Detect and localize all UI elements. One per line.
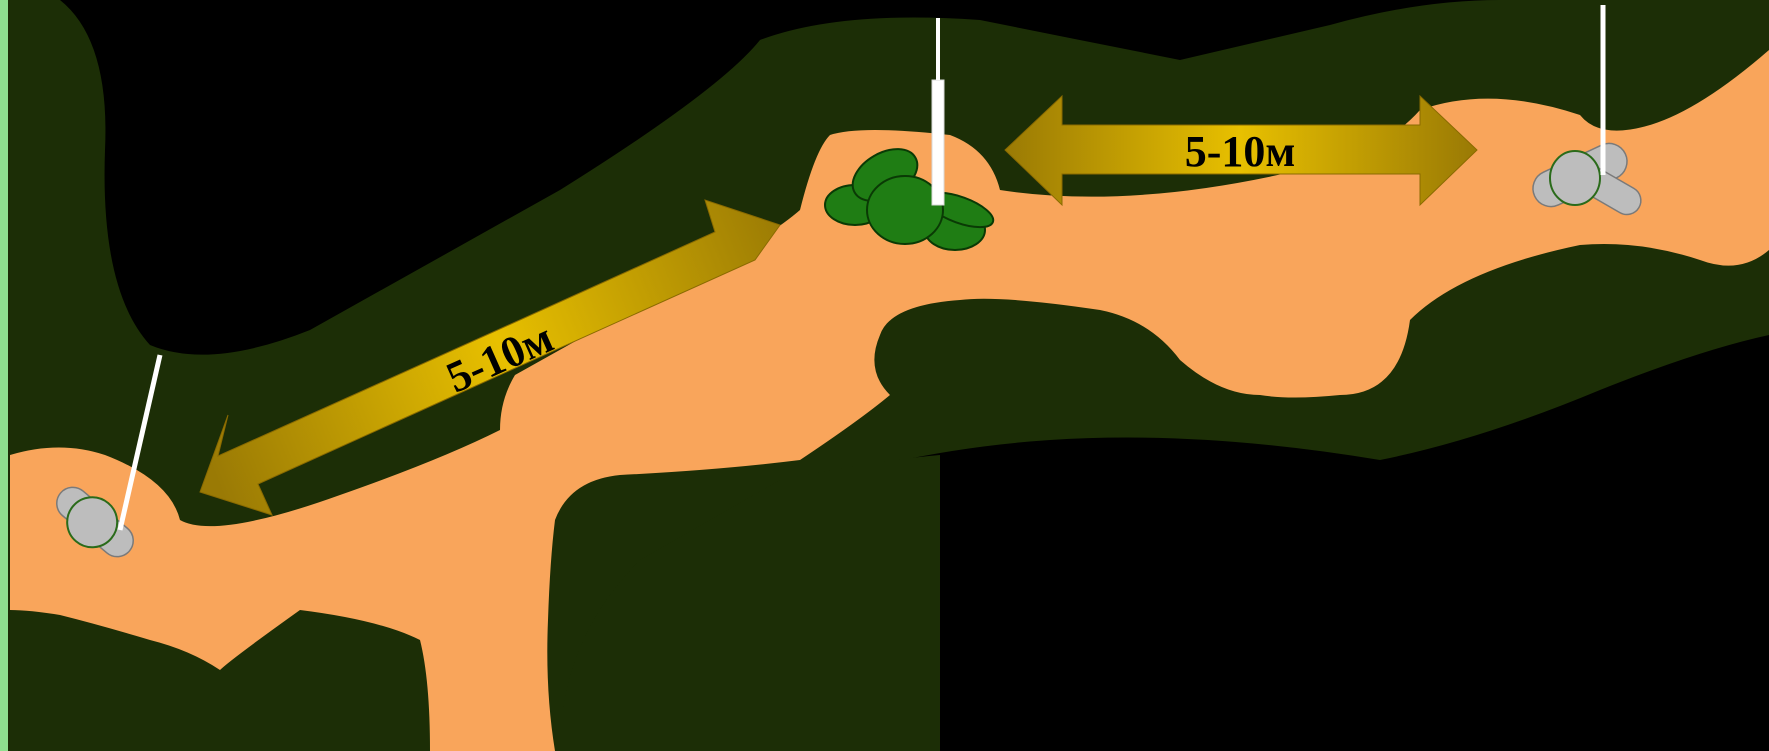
stick-icon xyxy=(932,80,944,205)
distance-label-right: 5-10м xyxy=(1185,127,1296,176)
left-edge-strip xyxy=(0,0,8,751)
